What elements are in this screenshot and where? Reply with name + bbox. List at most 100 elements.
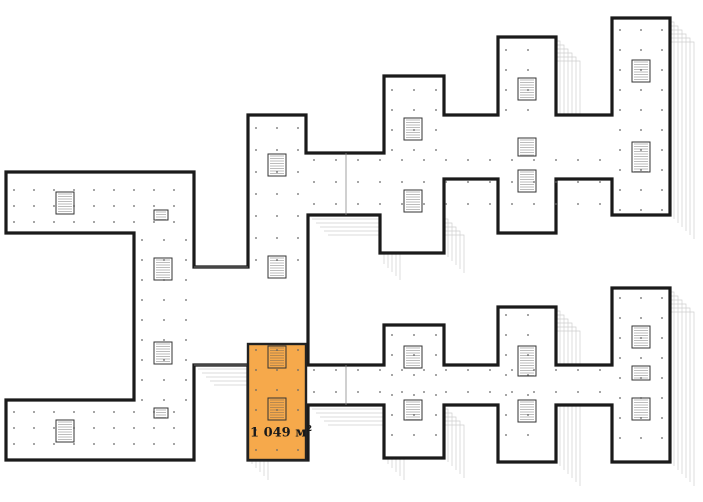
- grid-dot: [153, 221, 155, 223]
- grid-dot: [33, 427, 35, 429]
- stair-core: [403, 399, 423, 421]
- grid-dot: [297, 369, 299, 371]
- area-unit-power: 2: [306, 423, 313, 433]
- wing-divisions: [194, 153, 347, 405]
- grid-dot: [255, 389, 257, 391]
- grid-dot: [445, 181, 447, 183]
- grid-dot: [661, 29, 663, 31]
- grid-dot: [73, 443, 75, 445]
- grid-dot: [297, 127, 299, 129]
- grid-dot: [640, 169, 642, 171]
- shadow-line: [198, 368, 253, 464]
- grid-dot: [313, 391, 315, 393]
- grid-dot: [163, 339, 165, 341]
- grid-dot: [413, 89, 415, 91]
- grid-dot: [511, 203, 513, 205]
- grid-dot: [423, 369, 425, 371]
- stair-core: [55, 419, 75, 443]
- grid-dot: [133, 189, 135, 191]
- grid-dot: [505, 414, 507, 416]
- stair-core: [153, 257, 173, 281]
- highlighted-unit[interactable]: [246, 342, 308, 462]
- stair-core: [517, 77, 537, 101]
- grid-dot: [661, 129, 663, 131]
- grid-dot: [335, 159, 337, 161]
- grid-dot: [505, 354, 507, 356]
- grid-dot: [185, 339, 187, 341]
- grid-dot: [133, 443, 135, 445]
- grid-dot: [661, 49, 663, 51]
- grid-dot: [661, 357, 663, 359]
- grid-dot: [313, 181, 315, 183]
- grid-dot: [640, 209, 642, 211]
- grid-dot: [619, 377, 621, 379]
- grid-dot: [489, 159, 491, 161]
- grid-dot: [661, 69, 663, 71]
- stair-core: [631, 365, 651, 381]
- grid-dot: [391, 109, 393, 111]
- grid-dot: [619, 109, 621, 111]
- grid-dot: [276, 389, 278, 391]
- grid-dot: [73, 411, 75, 413]
- shadow-line: [312, 218, 385, 264]
- grid-dot: [527, 69, 529, 71]
- grid-dot: [555, 159, 557, 161]
- grid-dot: [163, 359, 165, 361]
- grid-dot: [445, 159, 447, 161]
- grid-dot: [276, 149, 278, 151]
- grid-dot: [133, 411, 135, 413]
- grid-dot: [33, 205, 35, 207]
- grid-dot: [163, 319, 165, 321]
- grid-dot: [401, 203, 403, 205]
- grid-dot: [276, 171, 278, 173]
- grid-dot: [53, 221, 55, 223]
- grid-dot: [297, 215, 299, 217]
- grid-dot: [527, 334, 529, 336]
- grid-dot: [297, 237, 299, 239]
- grid-dot: [163, 379, 165, 381]
- grid-dot: [619, 169, 621, 171]
- grid-dot: [53, 189, 55, 191]
- grid-dot: [533, 203, 535, 205]
- grid-dot: [313, 369, 315, 371]
- grid-dot: [133, 221, 135, 223]
- area-value: 1 049: [250, 425, 291, 441]
- grid-dot: [467, 391, 469, 393]
- grid-dot: [640, 109, 642, 111]
- grid-dot: [505, 89, 507, 91]
- grid-dot: [255, 349, 257, 351]
- grid-dot: [276, 429, 278, 431]
- grid-dot: [113, 411, 115, 413]
- grid-dot: [489, 391, 491, 393]
- stair-core: [403, 345, 423, 369]
- grid-dot: [661, 377, 663, 379]
- grid-dot: [255, 149, 257, 151]
- grid-dot: [13, 221, 15, 223]
- area-unit: м: [295, 425, 307, 441]
- grid-dot: [435, 394, 437, 396]
- stair-core: [631, 141, 651, 173]
- grid-dot: [93, 411, 95, 413]
- grid-dot: [619, 209, 621, 211]
- grid-dot: [527, 394, 529, 396]
- grid-dot: [276, 193, 278, 195]
- grid-dot: [391, 394, 393, 396]
- stair-lift-cores: [55, 59, 651, 443]
- grid-dot: [619, 337, 621, 339]
- grid-dot: [255, 449, 257, 451]
- grid-dot: [185, 399, 187, 401]
- grid-dot: [93, 443, 95, 445]
- grid-dot: [313, 203, 315, 205]
- grid-dot: [113, 221, 115, 223]
- grid-dot: [467, 181, 469, 183]
- grid-dot: [133, 205, 135, 207]
- grid-dot: [185, 279, 187, 281]
- grid-dot: [141, 379, 143, 381]
- shadow-line: [316, 222, 389, 268]
- grid-dot: [33, 411, 35, 413]
- grid-dot: [391, 334, 393, 336]
- grid-dot: [357, 391, 359, 393]
- grid-dot: [93, 189, 95, 191]
- grid-dot: [577, 181, 579, 183]
- grid-dot: [13, 443, 15, 445]
